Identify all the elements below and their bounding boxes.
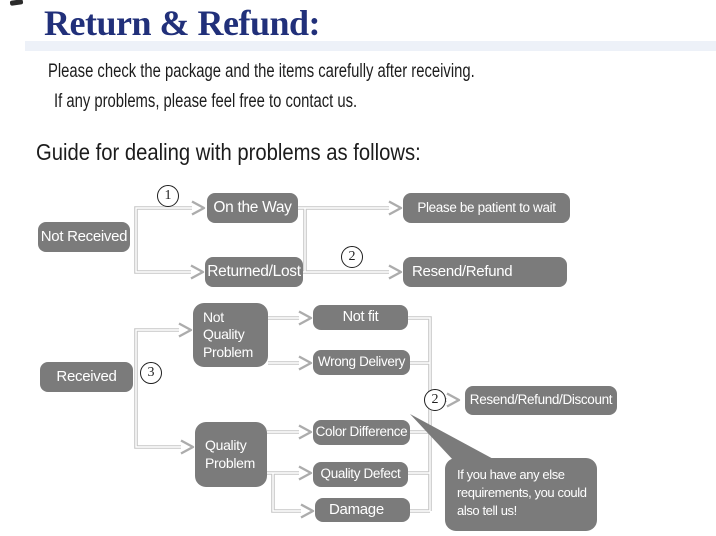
node-please-be-patient: Please be patient to wait — [403, 193, 570, 223]
node-wrong-delivery: Wrong Delivery — [313, 350, 410, 375]
bubble-line: If you have any else — [457, 467, 565, 482]
step-marker-2b: 2 — [424, 389, 446, 411]
title-highlight-band — [25, 41, 716, 51]
arrowheads — [178, 200, 461, 519]
node-received: Received — [40, 362, 133, 392]
speech-bubble-tail — [410, 414, 497, 461]
intro-line-2: If any problems, please feel free to con… — [54, 91, 358, 112]
step-marker-1: 1 — [157, 185, 179, 207]
page-title: Return & Refund: — [44, 3, 321, 43]
intro-line-1: Please check the package and the items c… — [48, 61, 475, 82]
node-quality-problem: Quality Problem — [195, 422, 267, 487]
node-not-received: Not Received — [38, 222, 130, 252]
node-line: Problem — [203, 343, 254, 360]
node-on-the-way: On the Way — [207, 193, 298, 223]
step-marker-3: 3 — [140, 362, 162, 384]
guide-heading: Guide for dealing with problems as follo… — [36, 139, 421, 165]
node-color-difference: Color Difference — [313, 420, 410, 445]
node-not-quality-problem: Not Quality Problem — [193, 303, 268, 367]
node-line: Quality — [205, 437, 247, 453]
node-line: Problem — [205, 454, 256, 471]
node-resend-refund: Resend/Refund — [403, 257, 567, 287]
node-line: Quality — [203, 326, 245, 343]
node-quality-defect: Quality Defect — [313, 462, 408, 487]
step-marker-2a: 2 — [341, 246, 363, 268]
node-returned-lost: Returned/Lost — [205, 257, 303, 287]
node-line: Not — [203, 308, 224, 325]
node-resend-refund-discount: Resend/Refund/Discount — [465, 386, 617, 415]
node-damage: Damage — [315, 498, 410, 522]
node-not-fit: Not fit — [313, 305, 408, 330]
bubble-line: requirements, you could — [457, 484, 587, 500]
speech-bubble: If you have any else requirements, you c… — [445, 458, 597, 531]
bubble-line: also tell us! — [457, 502, 517, 518]
